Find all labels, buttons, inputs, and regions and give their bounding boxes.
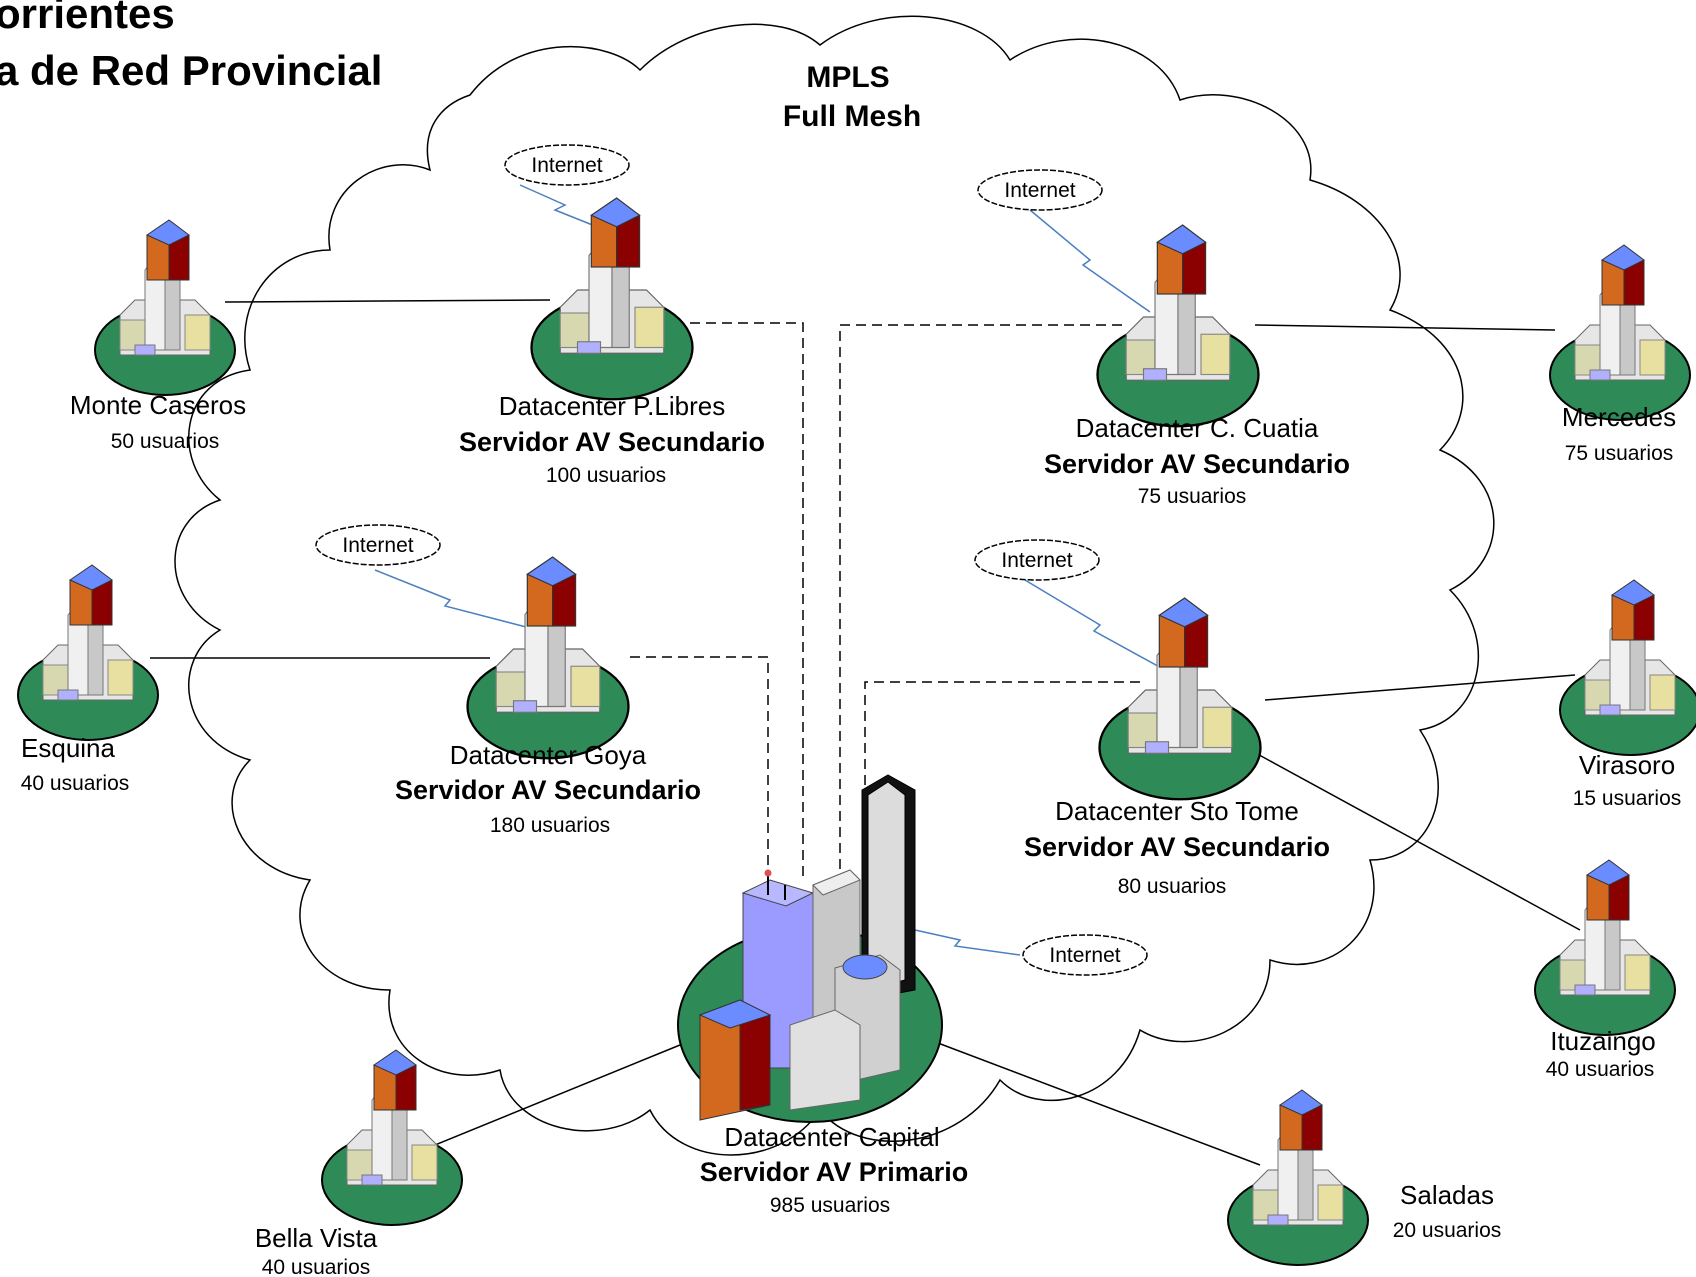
saladas-users: 20 usuarios [1393,1219,1502,1242]
building-montecaseros [94,219,236,396]
diagram-title-line2: a de Red Provincial [0,47,382,94]
cuatia-name: Datacenter C. Cuatia [1076,413,1319,443]
label-montecaseros: Monte Caseros 50 usuarios [70,390,246,453]
goya-name: Datacenter Goya [450,740,647,770]
mercedes-name: Mercedes [1562,402,1676,432]
antenna-light-icon [764,869,772,877]
cuatia-users: 75 usuarios [1138,485,1247,508]
building-saladas [1227,1089,1369,1266]
building-virasoro [1559,579,1696,756]
wireless-links [374,184,1166,956]
capital-role: Servidor AV Primario [700,1157,969,1187]
label-saladas: Saladas 20 usuarios [1393,1180,1502,1242]
esquina-name: Esquina [21,733,115,763]
label-esquina: Esquina 40 usuarios [21,733,130,795]
internet-label-stotome: Internet [1001,549,1072,572]
stotome-name: Datacenter Sto Tome [1055,796,1299,826]
label-ituzaingo: Ituzaingo 40 usuarios [1546,1026,1656,1081]
diagram-title-line1: orrientes [0,0,175,37]
internet-plibres: Internet [504,144,630,186]
montecaseros-users: 50 usuarios [111,430,220,453]
label-bellavista: Bella Vista 40 usuarios [255,1223,378,1277]
label-virasoro: Virasoro 15 usuarios [1573,750,1682,810]
plibres-name: Datacenter P.Libres [499,391,725,421]
mpls-label: MPLS [806,61,889,94]
internet-label-cuatia: Internet [1004,179,1075,202]
building-bellavista [321,1049,463,1226]
label-plibres: Datacenter P.Libres Servidor AV Secundar… [459,391,765,487]
capital-users: 985 usuarios [770,1194,890,1217]
bellavista-name: Bella Vista [255,1223,378,1253]
ituzaingo-users: 40 usuarios [1546,1058,1655,1081]
internet-goya: Internet [315,524,441,566]
virasoro-name: Virasoro [1579,750,1675,780]
stotome-role: Servidor AV Secundario [1024,832,1330,862]
goya-users: 180 usuarios [490,814,610,837]
building-mercedes [1549,244,1691,421]
esquina-users: 40 usuarios [21,772,130,795]
internet-label-plibres: Internet [531,154,602,177]
plibres-role: Servidor AV Secundario [459,427,765,457]
building-esquina [17,564,159,741]
goya-role: Servidor AV Secundario [395,775,701,805]
internet-label-capital: Internet [1049,944,1120,967]
ituzaingo-name: Ituzaingo [1550,1026,1656,1056]
capital-name: Datacenter Capital [724,1122,939,1152]
label-capital: Datacenter Capital Servidor AV Primario … [700,1122,969,1217]
building-ituzaingo [1534,859,1676,1036]
virasoro-users: 15 usuarios [1573,787,1682,810]
full-mesh-label: Full Mesh [783,100,921,133]
internet-label-goya: Internet [342,534,413,557]
label-stotome: Datacenter Sto Tome Servidor AV Secundar… [1024,796,1330,898]
internet-cuatia: Internet [977,169,1103,211]
label-cuatia: Datacenter C. Cuatia Servidor AV Secunda… [1044,413,1350,508]
stotome-users: 80 usuarios [1118,875,1227,898]
solid-links [150,299,1581,1166]
montecaseros-name: Monte Caseros [70,390,246,420]
building-capital [677,774,943,1123]
mercedes-users: 75 usuarios [1565,442,1674,465]
cuatia-role: Servidor AV Secundario [1044,449,1350,479]
plibres-users: 100 usuarios [546,464,666,487]
saladas-name: Saladas [1400,1180,1494,1210]
internet-capital: Internet [1022,934,1148,976]
label-mercedes: Mercedes 75 usuarios [1562,402,1676,465]
bellavista-users: 40 usuarios [262,1256,371,1277]
internet-stotome: Internet [974,539,1100,581]
label-goya: Datacenter Goya Servidor AV Secundario 1… [395,740,701,837]
